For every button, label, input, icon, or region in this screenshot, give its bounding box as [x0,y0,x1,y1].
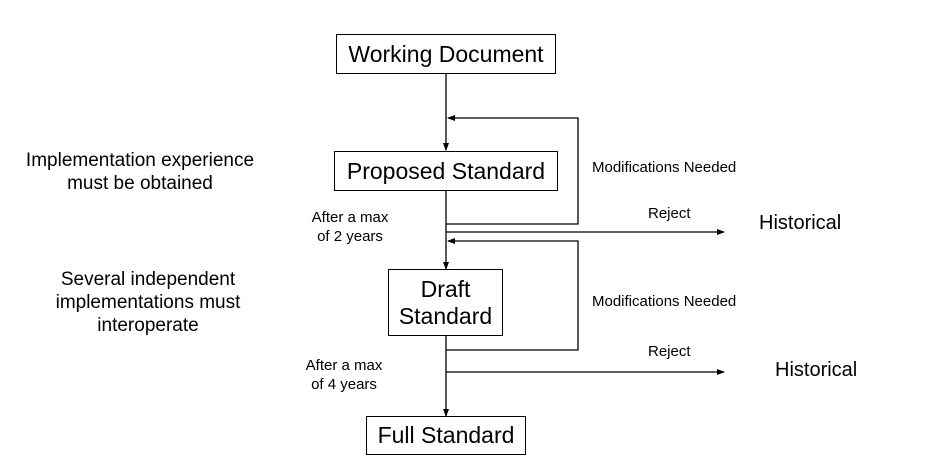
loop-modifications-proposed [446,115,579,225]
outcome-historical-2: Historical [775,359,858,381]
node-full-standard: Full Standard [366,416,526,455]
loop-modifications-draft [446,238,579,351]
node-working-document: Working Document [336,34,556,74]
label-time-limit-1-line1: After a max [311,209,389,226]
label-time-limit-2-line2: of 4 years [311,376,377,393]
note-implementation-experience: Implementation experience must be obtain… [8,149,272,195]
label-time-limit-1-line2: of 2 years [317,228,383,245]
node-proposed-standard-label: Proposed Standard [346,157,546,184]
node-draft-standard-label-line2: Standard [398,302,493,329]
note-interoperate: Several independent implementations must… [28,268,268,337]
node-full-standard-label: Full Standard [377,422,515,448]
label-reject-1: Reject [648,205,691,222]
node-draft-standard: Draft Standard [388,269,503,336]
note-interop-line2: implementations must [55,292,241,313]
label-time-limit-2-line1: After a max [305,357,383,374]
note-interop-line3: interoperate [97,315,199,336]
node-proposed-standard: Proposed Standard [334,151,558,191]
node-draft-standard-label-line1: Draft [420,275,471,302]
note-implementation-line1: Implementation experience [25,150,255,171]
label-time-limit-4-years: After a max of 4 years [299,356,389,394]
label-modifications-needed-1: Modifications Needed [592,159,737,176]
label-reject-2: Reject [648,343,691,360]
label-time-limit-2-years: After a max of 2 years [305,208,395,246]
node-working-document-label: Working Document [348,40,544,67]
label-modifications-needed-2: Modifications Needed [592,293,737,310]
outcome-historical-1: Historical [759,212,842,234]
note-interop-line1: Several independent [60,269,236,290]
note-implementation-line2: must be obtained [67,173,213,194]
